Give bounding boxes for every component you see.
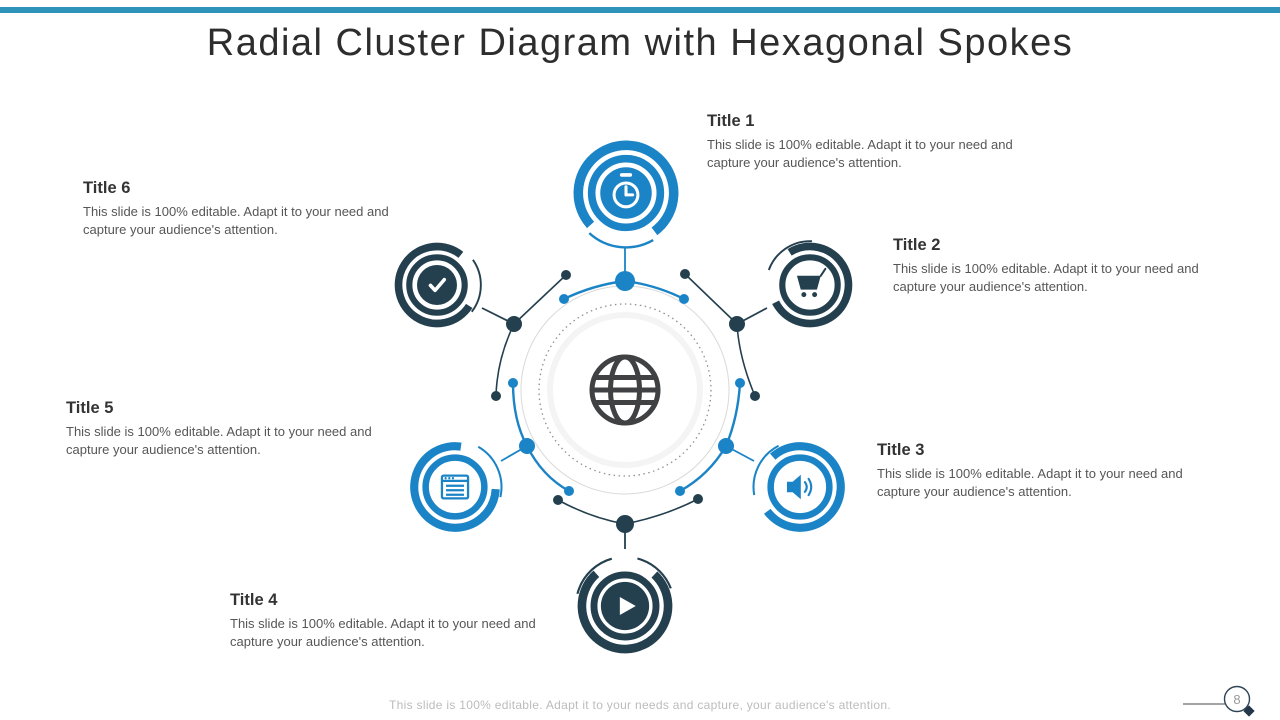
checkmark-icon bbox=[428, 277, 447, 293]
node-3-title: Title 3 bbox=[877, 441, 925, 459]
node-1-label: Title 1 This slide is 100% editable. Ada… bbox=[707, 112, 1057, 172]
node-3-desc: This slide is 100% editable. Adapt it to… bbox=[877, 466, 1183, 499]
node-5-title: Title 5 bbox=[66, 399, 114, 417]
node-1-title: Title 1 bbox=[707, 112, 755, 130]
node-4 bbox=[574, 555, 676, 657]
node-2 bbox=[765, 240, 855, 330]
page-number-badge: 8 bbox=[1183, 685, 1255, 717]
document-icon bbox=[440, 474, 470, 500]
node-2-label: Title 2 This slide is 100% editable. Ada… bbox=[893, 236, 1243, 296]
node-1-desc: This slide is 100% editable. Adapt it to… bbox=[707, 137, 1013, 170]
node-6-label: Title 6 This slide is 100% editable. Ada… bbox=[83, 179, 433, 239]
top-accent-bar bbox=[0, 7, 1280, 13]
node-4-title: Title 4 bbox=[230, 591, 278, 609]
node-2-title: Title 2 bbox=[893, 236, 941, 254]
radial-cluster-center bbox=[481, 247, 768, 549]
page-number: 8 bbox=[1233, 692, 1240, 707]
node-5 bbox=[407, 439, 503, 535]
dotted-ring bbox=[538, 303, 712, 477]
node-5-label: Title 5 This slide is 100% editable. Ada… bbox=[66, 399, 416, 459]
speaker-icon bbox=[786, 474, 813, 500]
node-4-label: Title 4 This slide is 100% editable. Ada… bbox=[230, 591, 580, 651]
node-1 bbox=[570, 137, 682, 249]
node-6-title: Title 6 bbox=[83, 179, 131, 197]
node-5-desc: This slide is 100% editable. Adapt it to… bbox=[66, 424, 372, 457]
globe-icon bbox=[589, 354, 661, 426]
play-icon bbox=[619, 596, 636, 616]
node-6-desc: This slide is 100% editable. Adapt it to… bbox=[83, 204, 389, 237]
node-2-desc: This slide is 100% editable. Adapt it to… bbox=[893, 261, 1199, 294]
hex-dots-navy bbox=[491, 269, 760, 533]
shopping-cart-icon bbox=[796, 267, 827, 298]
slide-title: Radial Cluster Diagram with Hexagonal Sp… bbox=[206, 22, 1074, 64]
hex-dots-blue bbox=[508, 271, 745, 496]
node-6 bbox=[392, 240, 482, 330]
node-4-desc: This slide is 100% editable. Adapt it to… bbox=[230, 616, 536, 649]
stopwatch-icon bbox=[612, 173, 640, 209]
diamond-marker bbox=[1243, 705, 1255, 717]
footer-disclaimer: This slide is 100% editable. Adapt it to… bbox=[389, 698, 891, 712]
node-3-label: Title 3 This slide is 100% editable. Ada… bbox=[877, 441, 1227, 501]
node-3 bbox=[752, 439, 848, 535]
